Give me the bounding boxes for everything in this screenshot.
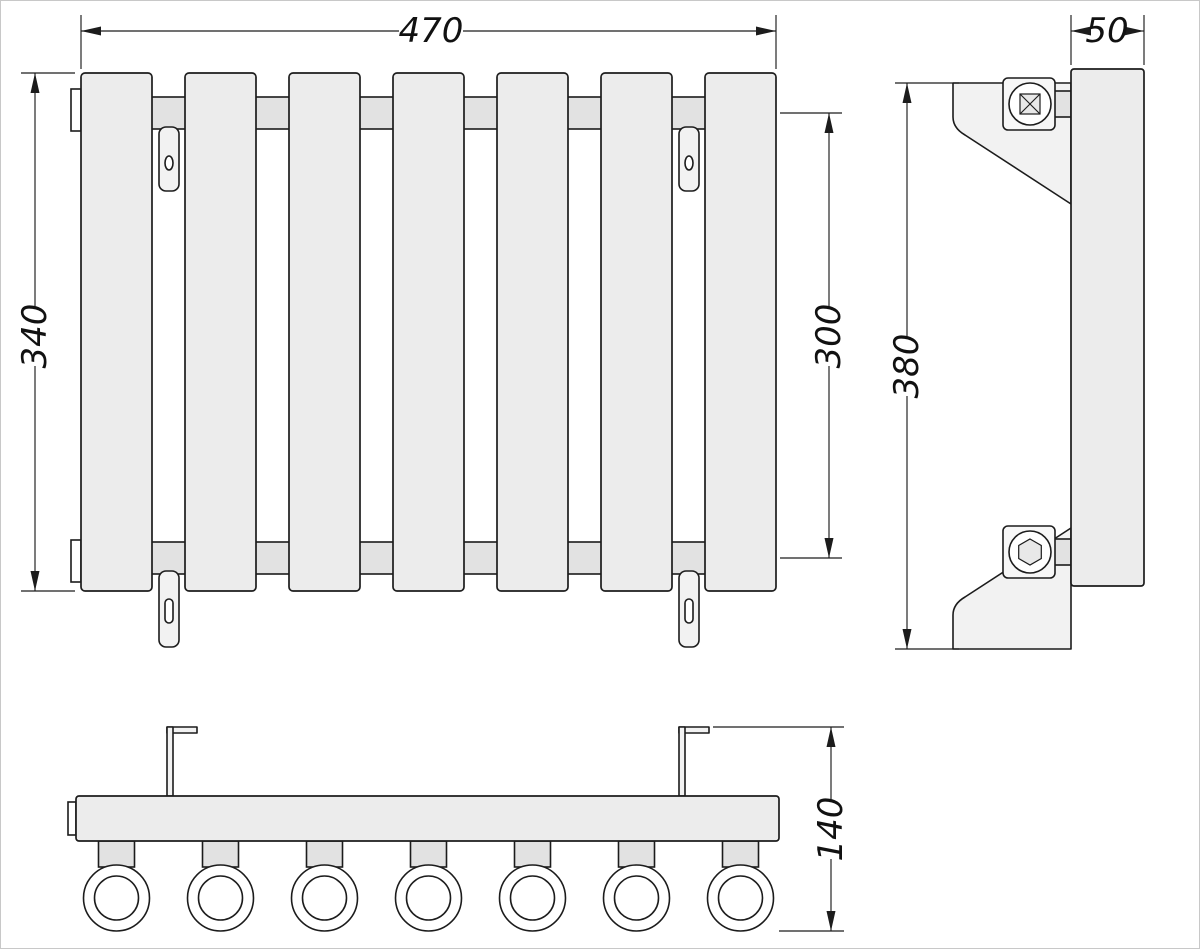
mounting-bracket-bottom-right bbox=[678, 570, 700, 648]
radiator-panel bbox=[392, 72, 465, 592]
radiator-panel bbox=[704, 72, 777, 592]
plan-bracket-left bbox=[166, 726, 198, 797]
dim-label-front-height: 340 bbox=[15, 304, 55, 369]
tube-bore bbox=[717, 875, 764, 921]
radiator-panel bbox=[600, 72, 673, 592]
dim-label-axle-distance: 300 bbox=[809, 304, 849, 369]
side-panel bbox=[1070, 68, 1145, 587]
dim-label-plan-depth: 140 bbox=[811, 797, 851, 862]
tube-neck bbox=[97, 840, 136, 868]
dim-axle-distance: 300 bbox=[780, 112, 849, 559]
dim-side-depth: 50 bbox=[1070, 11, 1145, 65]
bottom-view bbox=[67, 726, 780, 932]
plan-panel-bar bbox=[75, 795, 780, 842]
dim-plan-depth: 140 bbox=[713, 726, 851, 932]
dim-front-width: 470 bbox=[80, 11, 777, 69]
radiator-panel bbox=[496, 72, 569, 592]
bracket-slot bbox=[684, 598, 694, 624]
dim-side-height: 380 bbox=[887, 82, 959, 650]
plan-end-cap bbox=[67, 801, 77, 836]
bracket-hole bbox=[684, 155, 694, 171]
plan-bracket-right bbox=[678, 726, 710, 797]
tube-bore bbox=[613, 875, 660, 921]
tube-neck bbox=[409, 840, 448, 868]
tube-bore bbox=[509, 875, 556, 921]
tube-neck bbox=[721, 840, 760, 868]
tube-bore bbox=[301, 875, 348, 921]
hex-plug bbox=[1018, 538, 1042, 566]
top-end-cap bbox=[70, 88, 82, 132]
bracket-hole bbox=[164, 155, 174, 171]
tube-neck bbox=[201, 840, 240, 868]
tube-bore bbox=[197, 875, 244, 921]
bottom-end-cap bbox=[70, 539, 82, 583]
tube-bore bbox=[93, 875, 140, 921]
mounting-bracket-top-left bbox=[158, 126, 180, 192]
dim-label-front-width: 470 bbox=[399, 11, 464, 51]
dim-label-side-height: 380 bbox=[887, 334, 927, 399]
tube-neck bbox=[305, 840, 344, 868]
radiator-panel bbox=[288, 72, 361, 592]
tube-neck bbox=[513, 840, 552, 868]
radiator-panel bbox=[80, 72, 153, 592]
bracket-slot bbox=[164, 598, 174, 624]
radiator-panel bbox=[184, 72, 257, 592]
dim-label-side-depth: 50 bbox=[1085, 11, 1128, 51]
side-view bbox=[952, 68, 1145, 650]
mounting-bracket-bottom-left bbox=[158, 570, 180, 648]
front-view bbox=[70, 72, 777, 648]
dim-front-height: 340 bbox=[15, 72, 75, 592]
tube-neck bbox=[617, 840, 656, 868]
mounting-bracket-top-right bbox=[678, 126, 700, 192]
tube-bore bbox=[405, 875, 452, 921]
